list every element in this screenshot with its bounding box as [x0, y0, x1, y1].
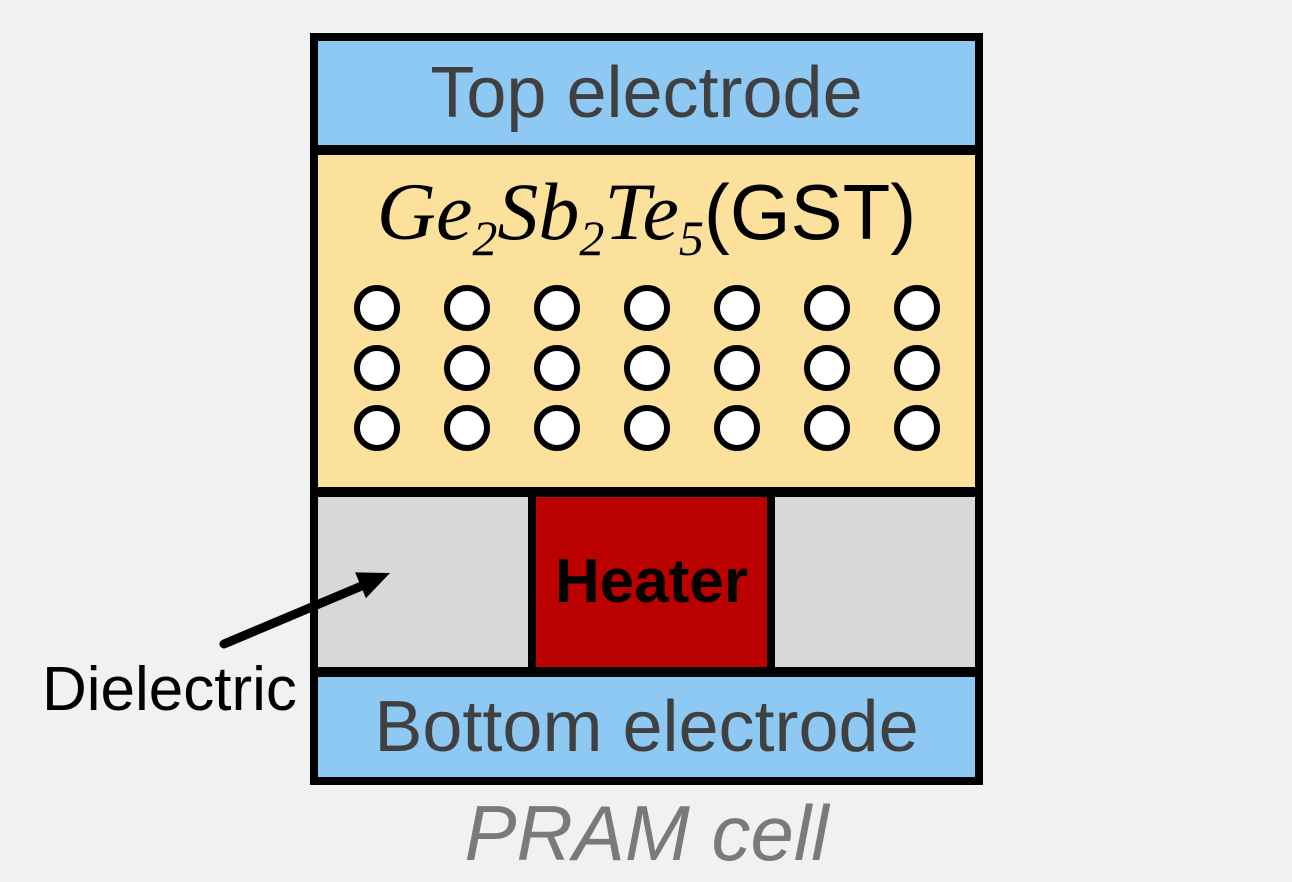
gst-atom [713, 345, 760, 391]
gst-atom [443, 285, 490, 331]
top-electrode-layer: Top electrode [318, 41, 975, 145]
bottom-electrode-layer: Bottom electrode [318, 677, 975, 777]
heater-block: Heater [528, 497, 775, 667]
gst-atom [623, 405, 670, 451]
gst-atoms [318, 285, 975, 451]
gst-formula-te-sub: 5 [678, 210, 704, 266]
diagram-caption: PRAM cell [464, 789, 829, 877]
gst-formula-sb: Sb [497, 166, 580, 257]
gst-atom [443, 405, 490, 451]
gst-atom [713, 405, 760, 451]
gst-atom [353, 345, 400, 391]
gst-atom [443, 345, 490, 391]
gst-atom-row [353, 405, 940, 451]
gst-atom [893, 285, 940, 331]
gst-formula-ge: Ge [376, 166, 473, 257]
bottom-electrode-label: Bottom electrode [374, 687, 919, 767]
gst-atom [353, 285, 400, 331]
gst-atom [803, 285, 850, 331]
gst-atom [533, 405, 580, 451]
dielectric-label: Dielectric [42, 655, 297, 724]
gst-atom-row [353, 285, 940, 331]
gst-atom [713, 285, 760, 331]
gst-atom [893, 405, 940, 451]
gst-atom [623, 345, 670, 391]
top-electrode-label: Top electrode [430, 53, 863, 133]
gst-atom [533, 285, 580, 331]
gst-atom [803, 345, 850, 391]
gst-formula-te: Te [604, 166, 679, 257]
gst-formula-ge-sub: 2 [472, 210, 498, 266]
gst-formula-suffix: (GST) [703, 168, 917, 256]
gst-atom-row [353, 345, 940, 391]
dielectric-layer: Heater [318, 497, 975, 667]
gst-atom [533, 345, 580, 391]
gst-atom [893, 345, 940, 391]
heater-label: Heater [555, 547, 748, 616]
gst-atom [623, 285, 670, 331]
gst-atom [353, 405, 400, 451]
gst-formula-sb-sub: 2 [579, 210, 605, 266]
gst-atom [803, 405, 850, 451]
